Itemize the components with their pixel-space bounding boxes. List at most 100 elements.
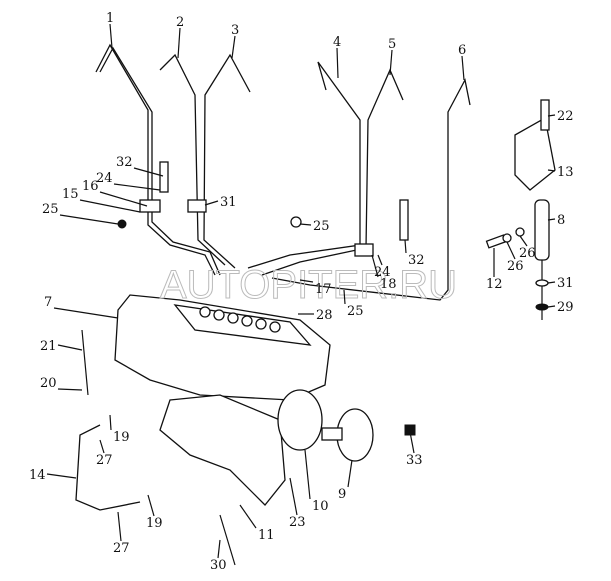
bracket bbox=[399, 199, 409, 241]
callout-27: 27 bbox=[96, 453, 113, 468]
leader-line bbox=[113, 183, 161, 191]
callout-23: 23 bbox=[289, 515, 306, 530]
leader-line bbox=[377, 254, 383, 266]
leader-line bbox=[547, 281, 556, 284]
callout-17: 17 bbox=[315, 282, 332, 297]
callout-11: 11 bbox=[258, 528, 275, 543]
callout-8: 8 bbox=[557, 213, 565, 228]
leader-line bbox=[99, 439, 105, 454]
leader-line bbox=[53, 307, 119, 319]
delivery-valve-holder bbox=[213, 309, 225, 321]
callout-10: 10 bbox=[312, 499, 329, 514]
leader-line bbox=[343, 289, 346, 305]
leader-line bbox=[347, 459, 353, 488]
callout-9: 9 bbox=[338, 487, 346, 502]
leader-line bbox=[147, 494, 155, 517]
callout-5: 5 bbox=[388, 37, 396, 52]
callout-15: 15 bbox=[62, 187, 79, 202]
callout-31: 31 bbox=[557, 276, 574, 291]
leader-line bbox=[231, 35, 236, 59]
coupling bbox=[277, 389, 323, 451]
leader-line bbox=[109, 23, 113, 49]
injection-pipes bbox=[95, 43, 471, 301]
nut bbox=[117, 219, 127, 229]
leader-line bbox=[57, 344, 83, 351]
callout-25: 25 bbox=[347, 304, 364, 319]
delivery-valve-holder bbox=[269, 321, 281, 333]
callout-27: 27 bbox=[113, 541, 130, 556]
leader-line bbox=[46, 473, 77, 479]
pipe-clamp bbox=[354, 243, 374, 257]
callout-2: 2 bbox=[176, 15, 184, 30]
callout-30: 30 bbox=[210, 558, 227, 573]
leader-line bbox=[389, 49, 393, 76]
callout-19: 19 bbox=[113, 430, 130, 445]
leader-line bbox=[547, 114, 556, 117]
callout-26: 26 bbox=[507, 259, 524, 274]
callout-7: 7 bbox=[44, 295, 52, 310]
callout-31: 31 bbox=[220, 195, 237, 210]
callout-25: 25 bbox=[42, 202, 59, 217]
callout-22: 22 bbox=[557, 109, 574, 124]
leader-line bbox=[547, 169, 556, 172]
delivery-valve-holder bbox=[199, 306, 211, 318]
callout-18: 18 bbox=[380, 277, 397, 292]
callout-16: 16 bbox=[82, 179, 99, 194]
leader-line bbox=[547, 305, 556, 308]
bolt bbox=[540, 99, 550, 131]
leader-line bbox=[117, 511, 122, 542]
leader-line bbox=[79, 199, 141, 213]
callout-14: 14 bbox=[29, 468, 46, 483]
leader-line bbox=[239, 504, 257, 529]
leader-line bbox=[57, 388, 83, 391]
leader-line bbox=[506, 241, 516, 260]
pipe-clamp bbox=[187, 199, 207, 213]
delivery-valve-holder bbox=[227, 312, 239, 324]
watermark: AUTOPITER.RU bbox=[160, 263, 457, 307]
callout-29: 29 bbox=[557, 300, 574, 315]
callout-24: 24 bbox=[374, 265, 391, 280]
callout-32: 32 bbox=[116, 155, 133, 170]
callout-25: 25 bbox=[313, 219, 330, 234]
callout-3: 3 bbox=[231, 23, 239, 38]
pump-bracket bbox=[159, 394, 286, 506]
delivery-valve-holder bbox=[241, 315, 253, 327]
leader-line bbox=[547, 218, 556, 221]
leader-line bbox=[299, 279, 314, 283]
callout-24: 24 bbox=[96, 171, 113, 186]
leader-line bbox=[289, 477, 298, 516]
leader-line bbox=[99, 191, 148, 207]
callout-26: 26 bbox=[519, 246, 536, 261]
callout-12: 12 bbox=[486, 277, 503, 292]
leader-line bbox=[109, 414, 112, 431]
delivery-valve-holder bbox=[255, 318, 267, 330]
bracket bbox=[159, 161, 169, 193]
leader-line bbox=[404, 239, 407, 254]
leader-line bbox=[409, 431, 415, 454]
callout-32: 32 bbox=[408, 253, 425, 268]
leader-line bbox=[133, 167, 164, 177]
leader-line bbox=[204, 200, 219, 206]
callout-21: 21 bbox=[40, 339, 57, 354]
leader-line bbox=[217, 539, 221, 559]
injection-pump bbox=[75, 294, 416, 566]
leader-line bbox=[519, 235, 528, 247]
leader-line bbox=[461, 55, 465, 81]
callout-4: 4 bbox=[333, 35, 341, 50]
leader-line bbox=[371, 254, 379, 278]
callout-6: 6 bbox=[458, 43, 466, 58]
leader-line bbox=[59, 214, 119, 225]
nut bbox=[290, 216, 302, 228]
leader-line bbox=[177, 27, 181, 59]
pipe-clamp bbox=[139, 199, 161, 213]
callout-19: 19 bbox=[146, 516, 163, 531]
callout-1: 1 bbox=[106, 11, 114, 26]
leader-line bbox=[304, 449, 311, 500]
callout-28: 28 bbox=[316, 308, 333, 323]
leader-line bbox=[299, 223, 312, 226]
callout-13: 13 bbox=[557, 165, 574, 180]
callout-20: 20 bbox=[40, 376, 57, 391]
